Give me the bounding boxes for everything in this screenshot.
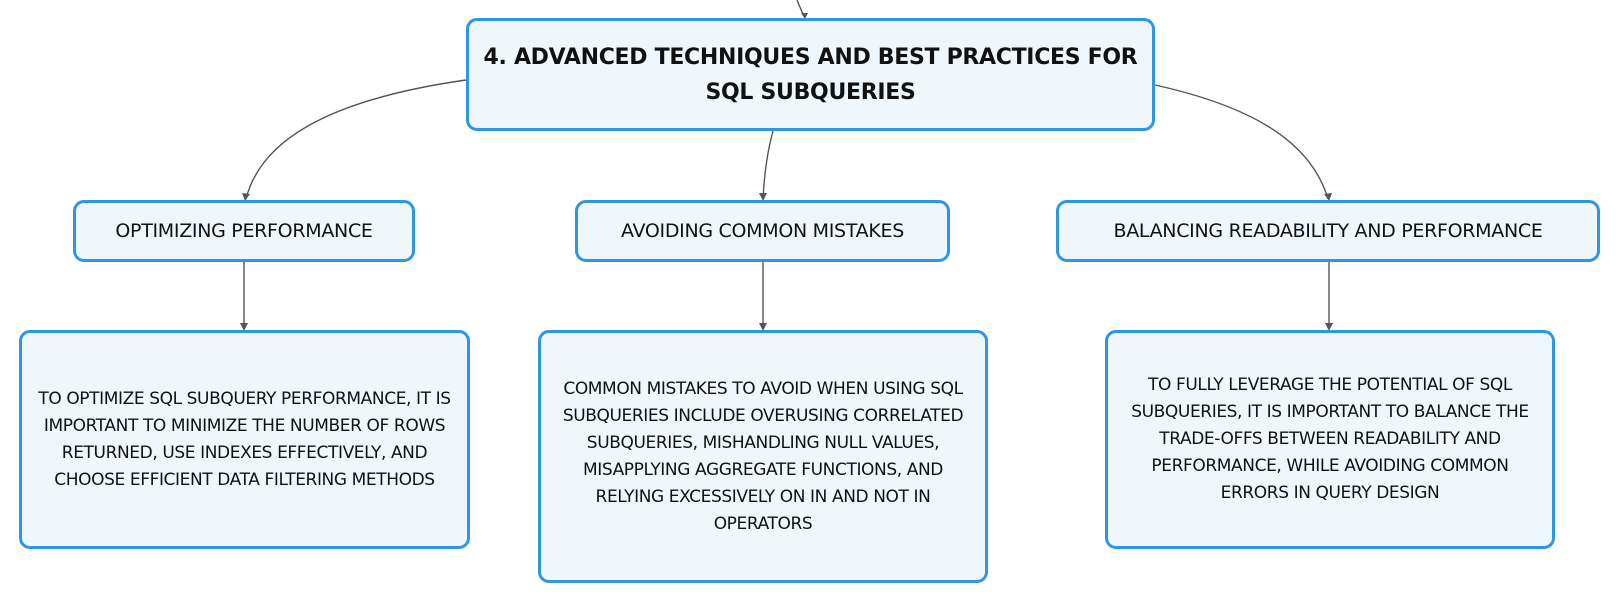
detail-node-avoiding-common-mistakes[interactable]: COMMON MISTAKES TO AVOID WHEN USING SQL … [538, 330, 988, 583]
branch-node-balancing-readability[interactable]: BALANCING READABILITY AND PERFORMANCE [1056, 200, 1600, 262]
detail-text: TO OPTIMIZE SQL SUBQUERY PERFORMANCE, IT… [38, 388, 451, 490]
detail-text: TO FULLY LEVERAGE THE POTENTIAL OF SQL S… [1131, 375, 1529, 503]
detail-text: COMMON MISTAKES TO AVOID WHEN USING SQL … [562, 378, 964, 534]
central-topic-label: 4. ADVANCED TECHNIQUES AND BEST PRACTICE… [483, 44, 1138, 105]
branch-node-avoiding-common-mistakes[interactable]: AVOIDING COMMON MISTAKES [575, 200, 950, 262]
branch-node-optimizing-performance[interactable]: OPTIMIZING PERFORMANCE [73, 200, 415, 262]
detail-node-balancing-readability[interactable]: TO FULLY LEVERAGE THE POTENTIAL OF SQL S… [1105, 330, 1555, 549]
connector-title-to-branch-3 [1154, 84, 1329, 200]
branch-label: OPTIMIZING PERFORMANCE [115, 220, 373, 242]
branch-label: BALANCING READABILITY AND PERFORMANCE [1113, 220, 1543, 242]
connector-incoming [796, 0, 806, 19]
branch-label: AVOIDING COMMON MISTAKES [621, 220, 904, 242]
detail-node-optimizing-performance[interactable]: TO OPTIMIZE SQL SUBQUERY PERFORMANCE, IT… [19, 330, 470, 549]
connector-title-to-branch-1 [245, 79, 467, 200]
central-topic-node[interactable]: 4. ADVANCED TECHNIQUES AND BEST PRACTICE… [466, 18, 1155, 131]
connector-title-to-branch-2 [762, 130, 774, 200]
